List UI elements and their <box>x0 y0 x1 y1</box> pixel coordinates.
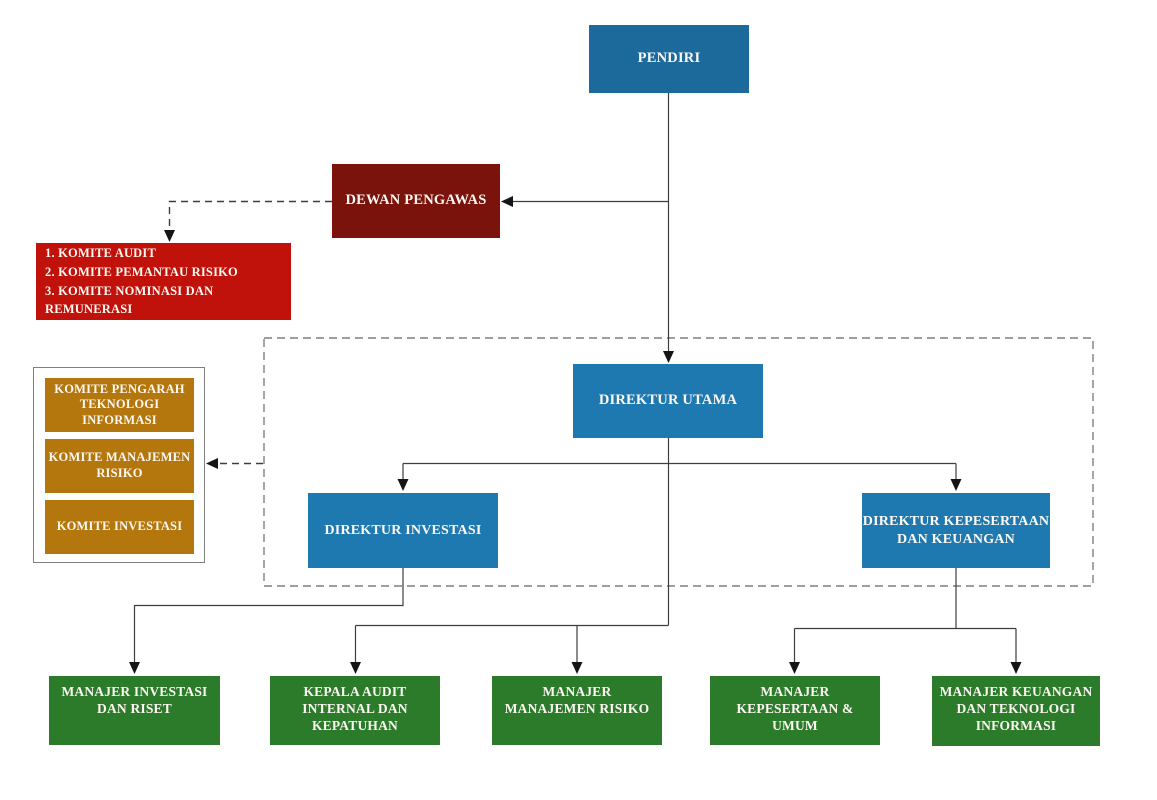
node-pendiri: PENDIRI <box>589 25 749 93</box>
arrowhead-komite-direksi <box>206 458 218 469</box>
node-komite-investasi: KOMITE INVESTASI <box>45 500 194 554</box>
node-pendiri-label: PENDIRI <box>637 50 701 67</box>
node-manajer-kepesertaan-label: MANAJER KEPESERTAAN & UMUM <box>736 684 854 734</box>
node-direktur-investasi-label: DIREKTUR INVESTASI <box>324 522 482 538</box>
arrowhead-direktur-investasi <box>397 479 409 491</box>
node-direktur-utama: DIREKTUR UTAMA <box>573 364 763 438</box>
node-manajer-investasi: MANAJER INVESTASI DAN RISET <box>49 676 220 745</box>
node-manajer-investasi-label: MANAJER INVESTASI DAN RISET <box>61 684 208 717</box>
node-manajer-risiko-label: MANAJER MANAJEMEN RISIKO <box>504 684 650 717</box>
arrowhead-dewan-pengawas <box>501 196 513 207</box>
connector-utama-to-direktur-branch <box>402 438 957 626</box>
node-kepala-audit: KEPALA AUDIT INTERNAL DAN KEPATUHAN <box>270 676 440 745</box>
node-direktur-investasi: DIREKTUR INVESTASI <box>308 493 498 568</box>
node-kepala-audit-label: KEPALA AUDIT INTERNAL DAN KEPATUHAN <box>302 684 408 734</box>
connector-kepesertaan-to-managers <box>793 568 1017 663</box>
komite-pengawas-item: 3. KOMITE NOMINASI DAN REMUNERASI <box>45 283 214 317</box>
node-komite-pengarah-ti-label: KOMITE PENGARAH TEKNOLOGI INFORMASI <box>54 381 185 427</box>
node-direktur-kepesertaan-label: DIREKTUR KEPESERTAAN DAN KEUANGAN <box>862 514 1050 547</box>
node-manajer-keuangan: MANAJER KEUANGAN DAN TEKNOLOGI INFORMASI <box>932 676 1100 746</box>
connector-utama-to-managers <box>354 624 669 663</box>
komite-pengawas-item: 1. KOMITE AUDIT <box>45 246 157 260</box>
node-komite-manajemen-risiko: KOMITE MANAJEMEN RISIKO <box>45 439 194 493</box>
komite-pengawas-item: 2. KOMITE PEMANTAU RISIKO <box>45 264 238 279</box>
connector-investasi-to-manager <box>133 568 404 663</box>
node-direktur-utama-label: DIREKTUR UTAMA <box>598 392 738 409</box>
arrowhead-manajer-kepesertaan <box>789 662 800 674</box>
arrowhead-manajer-investasi <box>129 662 140 674</box>
arrowhead-direktur-kepesertaan <box>950 479 962 491</box>
direksi-dashed-boundary <box>263 337 1094 587</box>
komite-direksi-panel: KOMITE PENGARAH TEKNOLOGI INFORMASI KOMI… <box>33 367 205 563</box>
connector-dewan-to-komite-pengawas <box>168 200 332 231</box>
arrowhead-manajer-risiko <box>571 662 583 674</box>
node-komite-pengawas: 1. KOMITE AUDIT 2. KOMITE PEMANTAU RISIK… <box>36 243 291 320</box>
node-komite-investasi-label: KOMITE INVESTASI <box>56 519 183 534</box>
arrowhead-direktur-utama <box>663 351 674 363</box>
node-manajer-risiko: MANAJER MANAJEMEN RISIKO <box>492 676 662 745</box>
arrowhead-komite-pengawas <box>164 230 175 242</box>
node-komite-manajemen-risiko-label: KOMITE MANAJEMEN RISIKO <box>48 450 191 480</box>
node-dewan-pengawas: DEWAN PENGAWAS <box>332 164 500 238</box>
node-komite-pengarah-ti: KOMITE PENGARAH TEKNOLOGI INFORMASI <box>45 378 194 432</box>
arrowhead-kepala-audit <box>350 662 361 674</box>
node-dewan-pengawas-label: DEWAN PENGAWAS <box>345 192 487 209</box>
arrowheads <box>129 196 1022 674</box>
node-manajer-kepesertaan: MANAJER KEPESERTAAN & UMUM <box>710 676 880 745</box>
node-manajer-keuangan-label: MANAJER KEUANGAN DAN TEKNOLOGI INFORMASI <box>939 684 1093 734</box>
arrowhead-manajer-keuangan <box>1010 662 1022 674</box>
node-direktur-kepesertaan: DIREKTUR KEPESERTAAN DAN KEUANGAN <box>862 493 1050 568</box>
